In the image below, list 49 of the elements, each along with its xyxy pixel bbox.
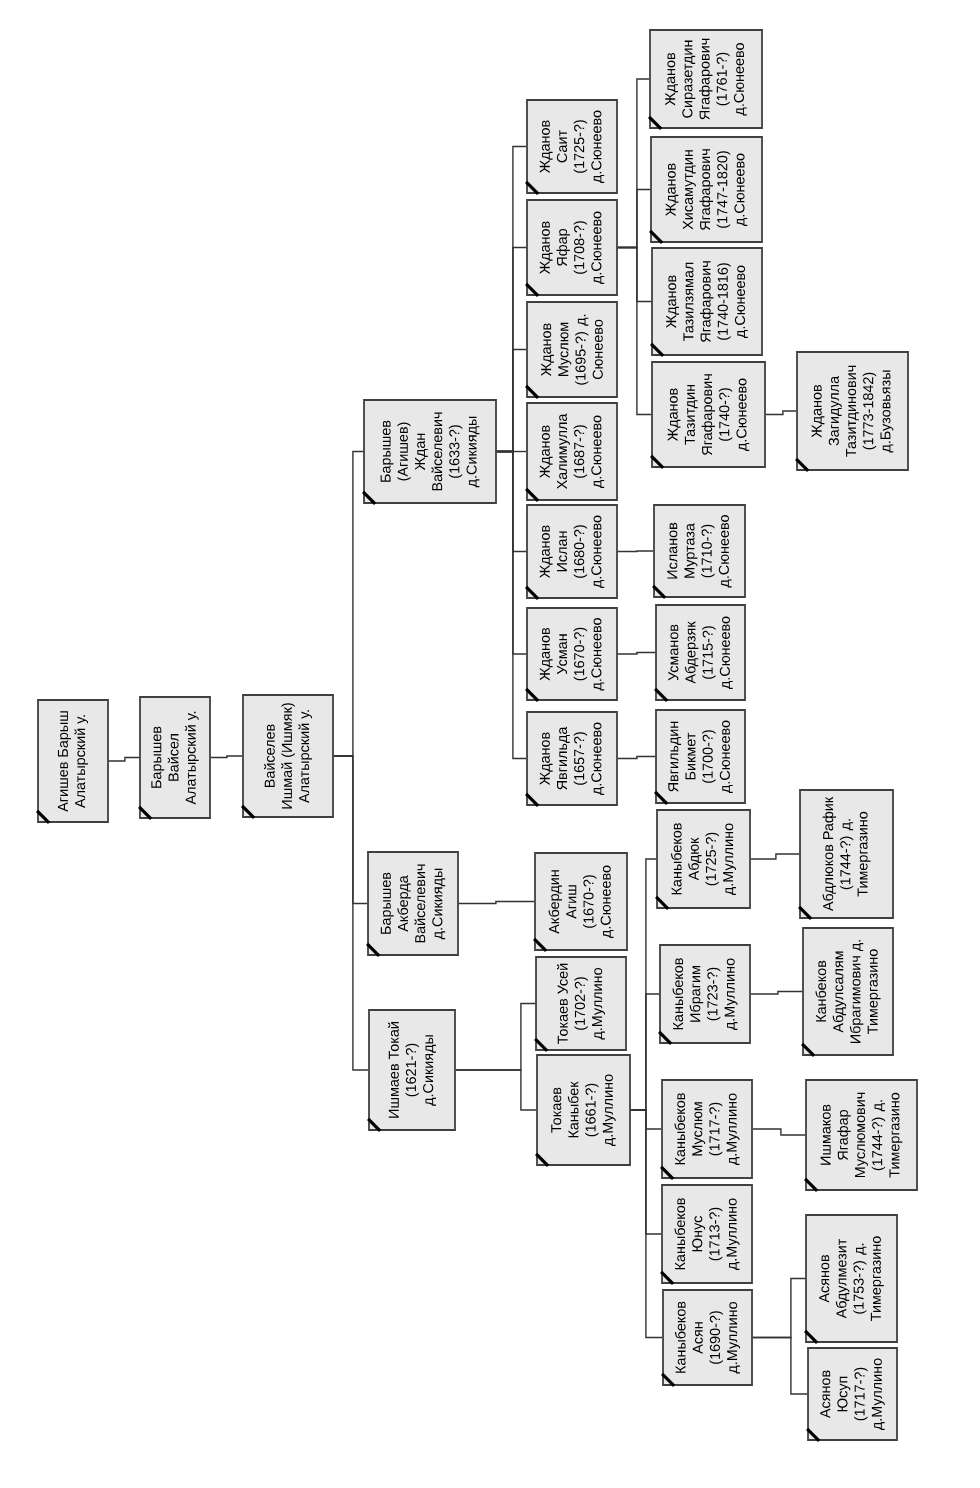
person-box: Акбердин Агиш (1670-?) д.Сюнеево [532, 852, 628, 953]
person-box: Каныбеков Муслюм (1717-?) д.Муллино [659, 1079, 753, 1181]
connector-line [765, 410, 797, 416]
person-box: Каныбеков Абдюк (1725-?) д.Муллино [654, 809, 751, 911]
connector-line [617, 755, 656, 760]
person-box: Усманов Абдерзяк (1715-?) д.Сюнеево [653, 604, 746, 703]
person-box: Каныбеков Юнус (1713-?) д.Муллино [659, 1184, 753, 1286]
person-box: Вайселев Ишмай (Ишмяк) Алатырский у. [240, 694, 334, 820]
connector-line [750, 990, 803, 995]
person-box: Барышев Акберда Вайселевич д.Сикияды [365, 851, 459, 958]
person-box: Жданов Тазитдин Ягафарович (1740-?) д.Сюнеево [649, 361, 766, 470]
connector-line [617, 550, 654, 553]
connector-line [496, 145, 527, 453]
person-box: Токаев Усей (1702-?) д.Муллино [533, 956, 627, 1053]
person-box: Асянов Юсуп (1717-?) д.Муллино [805, 1347, 898, 1443]
connector-line [752, 1128, 806, 1136]
person-box: Жданов Тазилзямал Ягафарович (1740-1816) д.Сюнеево [649, 247, 763, 358]
person-box: Жданов Ислан (1680-?) д.Сюнеево [524, 504, 618, 601]
person-box: Жданов Саит (1725-?) д.Сюнеево [524, 99, 618, 196]
person-box: Жданов Хисамутдин Ягафарович (1747-1820) д.Сюнеево [648, 136, 763, 245]
person-box: Барышев Вайсел Алатырский у. [137, 696, 211, 821]
connector-line [630, 858, 657, 1111]
connector-line [108, 756, 140, 762]
person-box: Абдлюков Рафик (1744-?) д. Тимергазино [797, 789, 894, 921]
person-box: Жданов Сиразетдин Ягафарович (1761-?) д.Сюнеево [647, 29, 763, 131]
connector-line [752, 1277, 806, 1339]
person-box: Барышев (Агишев) Ждан Вайселевич (1633-?) д.Сикияды [361, 399, 497, 506]
connector-line [750, 853, 800, 860]
person-box: Жданов Яфар (1708-?) д.Сюнеево [524, 199, 618, 298]
connector-line [455, 1002, 536, 1071]
person-box: Жданов Загидулла Тазитдинович (1773-1842) д.Бузовьязы [794, 351, 909, 473]
connector-line [458, 900, 535, 905]
person-box: Жданов Явгильда (1657-?) д.Сюнеево [524, 711, 618, 808]
person-box: Токаев Каныбек (1661-?) д.Муллино [534, 1054, 631, 1168]
person-box: Жданов Усман (1670-?) д.Сюнеево [524, 607, 618, 703]
person-box: Явгильдин Бикмет (1700-?) д.Сюнеево [653, 709, 746, 806]
person-box: Жданов Халимулла (1687-?) д.Сюнеево [524, 402, 618, 503]
person-box: Каныбеков Асян (1690-?) д.Муллино [660, 1289, 753, 1388]
connector-line [333, 450, 364, 757]
person-box: Жданов Муслюм (1695-?) д. Сюнеево [524, 301, 618, 400]
person-box: Асянов Абдулмезит (1753-?) д. Тимергазино [803, 1214, 898, 1345]
person-box: Ишмаков Ягафар Муслюмович (1744-?) д. Тимергазино [803, 1079, 918, 1193]
connector-line [210, 755, 243, 759]
connector-line [617, 651, 656, 655]
person-box: Агишев Барыш Алатырский у. [35, 699, 109, 825]
person-box: Ишмаев Токай (1621-?) д.Сикияды [366, 1009, 456, 1133]
person-box: Каныбеков Ибрагим (1723-?) д.Муллино [657, 944, 751, 1046]
connector-line [617, 78, 650, 249]
person-box: Исланов Муртаза (1710-?) д.Сюнеево [651, 504, 746, 600]
